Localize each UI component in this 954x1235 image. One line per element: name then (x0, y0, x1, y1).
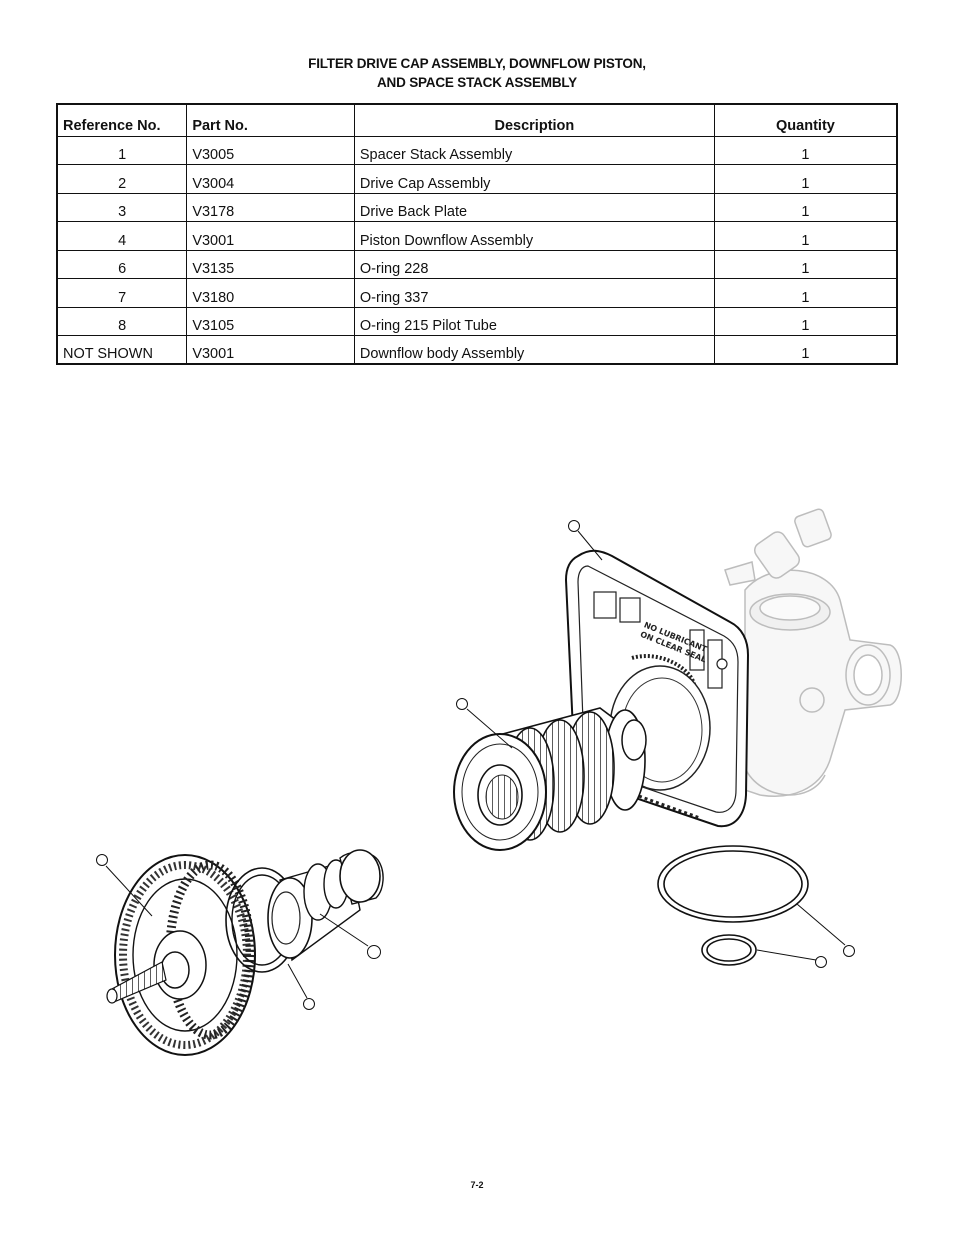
page-number: 7-2 (470, 1180, 484, 1190)
cell-description: Drive Back Plate (353, 192, 715, 222)
table-header-row: Reference No. Part No. Description Quant… (56, 103, 898, 137)
cell-quantity: 1 (713, 249, 898, 279)
cell-reference-no: 7 (56, 278, 188, 308)
cell-part-no: V3135 (186, 249, 355, 279)
cell-reference-no: 4 (56, 221, 188, 251)
cell-description: O-ring 215 Pilot Tube (353, 306, 715, 336)
cell-part-no: V3005 (186, 135, 355, 165)
cell-description: Piston Downflow Assembly (353, 221, 715, 251)
cell-quantity: 1 (713, 335, 898, 365)
cell-reference-no: 3 (56, 192, 188, 222)
table-row: 8 V3105 O-ring 215 Pilot Tube 1 (56, 306, 898, 336)
callout-leaders (96, 520, 855, 1010)
cell-part-no: V3001 (186, 221, 355, 251)
table-row: 2 V3004 Drive Cap Assembly 1 (56, 164, 898, 194)
cell-quantity: 1 (713, 135, 898, 165)
cell-description: Drive Cap Assembly (353, 164, 715, 194)
table-row: 1 V3005 Spacer Stack Assembly 1 (56, 135, 898, 165)
piston-downflow-assembly (225, 849, 384, 973)
cell-reference-no: 8 (56, 306, 188, 336)
o-ring-215 (701, 934, 757, 966)
cell-quantity: 1 (713, 221, 898, 251)
spacer-stack-assembly (453, 707, 647, 851)
cell-description: O-ring 337 (353, 278, 715, 308)
cell-part-no: V3001 (186, 335, 355, 365)
header-part-no: Part No. (186, 103, 355, 137)
cell-quantity: 1 (713, 192, 898, 222)
header-description: Description (353, 103, 715, 137)
cell-part-no: V3178 (186, 192, 355, 222)
cell-reference-no: 1 (56, 135, 188, 165)
header-reference-no: Reference No. (56, 103, 188, 137)
cell-description: Spacer Stack Assembly (353, 135, 715, 165)
title-line-2: AND SPACE STACK ASSEMBLY (377, 75, 577, 90)
cell-quantity: 1 (713, 278, 898, 308)
cell-reference-no: 2 (56, 164, 188, 194)
cell-part-no: V3105 (186, 306, 355, 336)
cell-part-no: V3180 (186, 278, 355, 308)
title-line-1: FILTER DRIVE CAP ASSEMBLY, DOWNFLOW PIST… (308, 56, 646, 71)
exploded-parts-diagram: NO LUBRICANT ON CLEAR SEAL (96, 508, 902, 1056)
cell-quantity: 1 (713, 164, 898, 194)
o-ring-337 (657, 845, 809, 923)
cell-description: Downflow body Assembly (353, 335, 715, 365)
table-row: 4 V3001 Piston Downflow Assembly 1 (56, 221, 898, 251)
document-title: FILTER DRIVE CAP ASSEMBLY, DOWNFLOW PIST… (0, 54, 954, 92)
valve-body-ghost (724, 508, 902, 797)
cell-quantity: 1 (713, 306, 898, 336)
cell-reference-no: NOT SHOWN (56, 335, 188, 365)
table-row: 3 V3178 Drive Back Plate 1 (56, 192, 898, 222)
cell-description: O-ring 228 (353, 249, 715, 279)
drive-cap-assembly (106, 854, 256, 1056)
table-row: 6 V3135 O-ring 228 1 (56, 249, 898, 279)
cell-part-no: V3004 (186, 164, 355, 194)
header-quantity: Quantity (713, 103, 898, 137)
table-row: NOT SHOWN V3001 Downflow body Assembly 1 (56, 335, 898, 365)
table-row: 7 V3180 O-ring 337 1 (56, 278, 898, 308)
parts-table: Reference No. Part No. Description Quant… (56, 103, 898, 365)
cell-reference-no: 6 (56, 249, 188, 279)
